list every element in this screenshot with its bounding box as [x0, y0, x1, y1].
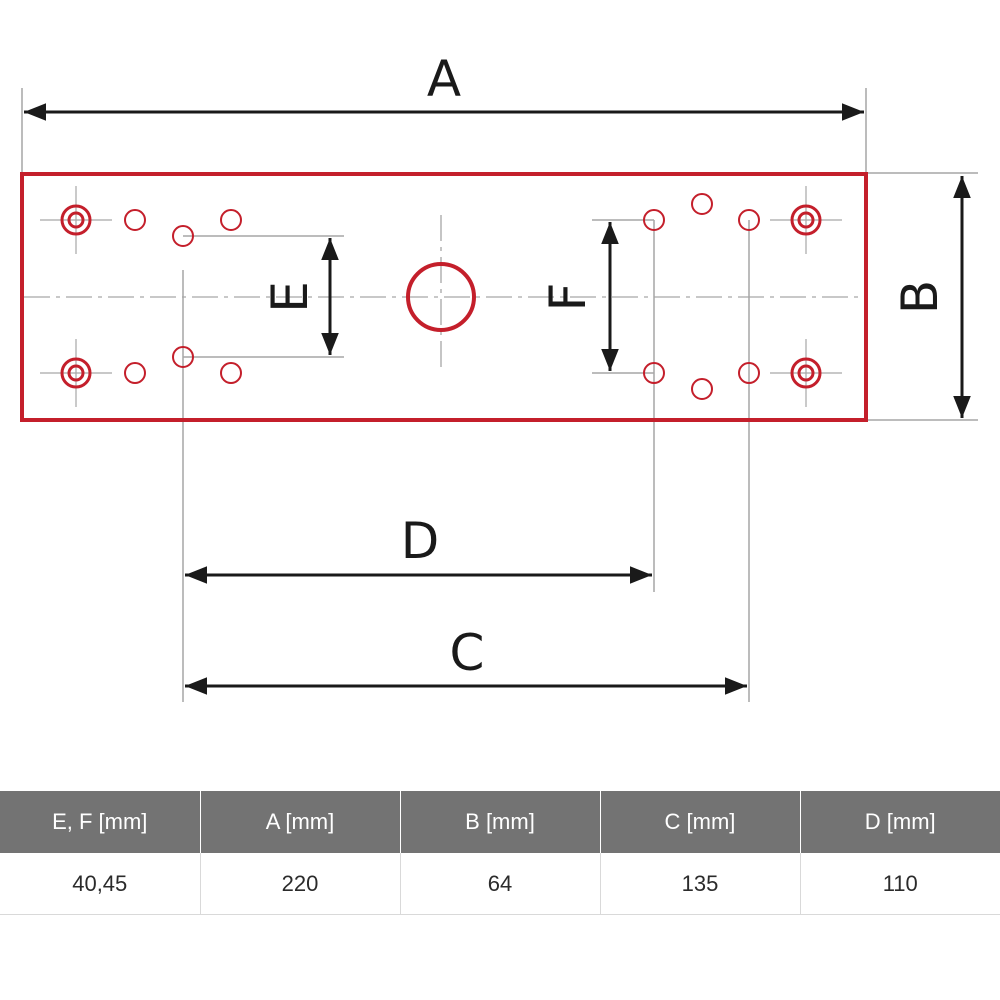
dimension-b-label: B	[891, 280, 949, 314]
dimensions-table: E, F [mm] A [mm] B [mm] C [mm] D [mm] 40…	[0, 791, 1000, 915]
center-lines	[24, 215, 864, 372]
extension-lines	[21, 88, 978, 702]
cell-b: 64	[399, 853, 600, 915]
header-c: C [mm]	[599, 791, 800, 853]
holes	[60, 193, 822, 400]
plate-outline	[20, 172, 868, 422]
dimension-d-label: D	[401, 512, 440, 570]
dimension-lines	[24, 103, 971, 695]
header-a: A [mm]	[199, 791, 400, 853]
dimension-c-label: C	[450, 624, 485, 682]
table-header-row: E, F [mm] A [mm] B [mm] C [mm] D [mm]	[0, 791, 1000, 853]
nail-holes	[124, 193, 760, 400]
hole-crosshairs	[40, 186, 842, 407]
dimension-a-label: A	[427, 50, 461, 108]
cell-a: 220	[199, 853, 400, 915]
header-ef: E, F [mm]	[0, 791, 200, 853]
anchor-holes	[60, 204, 822, 389]
plate-dimension-drawing: A B D C E F	[20, 50, 978, 702]
cell-ef: 40,45	[0, 853, 200, 915]
header-d: D [mm]	[799, 791, 1000, 853]
cell-c: 135	[599, 853, 800, 915]
header-b: B [mm]	[399, 791, 600, 853]
dimension-e-label: E	[261, 281, 319, 313]
table-row: 40,45 220 64 135 110	[0, 853, 1000, 915]
center-hole	[406, 262, 476, 332]
dimension-f-label: F	[539, 283, 597, 312]
cell-d: 110	[799, 853, 1000, 915]
